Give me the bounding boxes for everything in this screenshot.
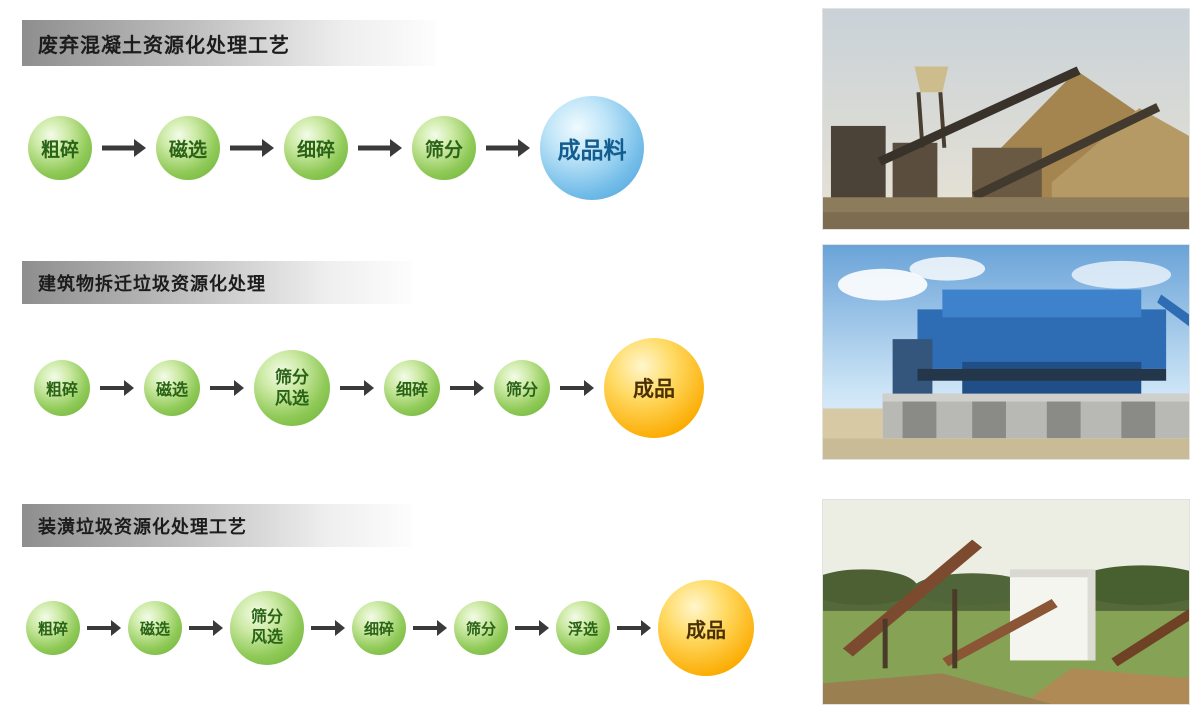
section-2-title: 建筑物拆迁垃圾资源化处理 <box>38 273 266 294</box>
step-fine-crushing: 细碎 <box>352 601 406 655</box>
step-label: 磁选 <box>139 620 170 638</box>
step-label: 筛分 <box>505 382 538 399</box>
arrow-right-icon <box>486 139 530 157</box>
section-1-title: 废弃混凝土资源化处理工艺 <box>38 34 290 57</box>
arrow-right-icon <box>358 139 402 157</box>
step-screening-air-separation: 筛分 风选 <box>230 591 304 665</box>
step-label: 细碎 <box>395 382 428 399</box>
step-coarse-crushing: 粗碎 <box>34 360 90 416</box>
step-label: 磁选 <box>155 382 188 399</box>
flow-section-3: 粗碎 磁选 筛分 风选 细碎 筛分 浮选 成品 <box>26 580 754 676</box>
step-label: 成品 <box>633 378 675 401</box>
arrow-right-icon <box>102 139 146 157</box>
banner-section-1: 废弃混凝土资源化处理工艺 <box>22 20 436 66</box>
outdoor-conveyor-illustration <box>823 500 1189 704</box>
flow-section-1: 粗碎 磁选 细碎 筛分 成品料 <box>28 93 644 203</box>
step-label-line2: 风选 <box>250 629 283 646</box>
step-label-line1: 筛分 <box>275 367 309 387</box>
step-label: 成品 <box>686 619 726 642</box>
step-finished-product: 成品 <box>604 338 704 438</box>
step-label: 细碎 <box>363 620 394 638</box>
step-screening: 筛分 <box>494 360 550 416</box>
photo-decoration-waste-plant <box>822 499 1190 705</box>
arrow-right-icon <box>100 379 134 397</box>
banner-section-3: 装潢垃圾资源化处理工艺 <box>22 504 412 547</box>
step-label-line1: 筛分 <box>250 609 283 626</box>
step-label: 磁选 <box>168 139 207 161</box>
arrow-right-icon <box>413 619 447 637</box>
flow-section-2: 粗碎 磁选 筛分 风选 细碎 筛分 成品 <box>34 338 704 438</box>
arrow-right-icon <box>560 379 594 397</box>
step-screening-air-separation: 筛分 风选 <box>254 350 330 426</box>
step-finished-product: 成品 <box>658 580 754 676</box>
step-screening: 筛分 <box>454 601 508 655</box>
step-label: 筛分 <box>465 620 496 638</box>
arrow-right-icon <box>515 619 549 637</box>
step-fine-crushing: 细碎 <box>384 360 440 416</box>
step-magnetic-separation: 磁选 <box>156 116 220 180</box>
sorting-plant-illustration <box>823 245 1189 459</box>
step-label: 粗碎 <box>37 620 68 638</box>
banner-section-2: 建筑物拆迁垃圾资源化处理 <box>22 261 412 304</box>
arrow-right-icon <box>311 619 345 637</box>
arrow-right-icon <box>230 139 274 157</box>
photo-demolition-sorting-plant <box>822 244 1190 460</box>
section-3-title: 装潢垃圾资源化处理工艺 <box>38 516 247 537</box>
step-label: 细碎 <box>296 139 335 161</box>
step-finished-material: 成品料 <box>540 96 644 200</box>
arrow-right-icon <box>450 379 484 397</box>
arrow-right-icon <box>210 379 244 397</box>
crushing-plant-illustration <box>823 9 1189 229</box>
step-label: 粗碎 <box>45 382 78 399</box>
arrow-right-icon <box>189 619 223 637</box>
step-fine-crushing: 细碎 <box>284 116 348 180</box>
step-label-line2: 风选 <box>275 389 309 408</box>
step-magnetic-separation: 磁选 <box>128 601 182 655</box>
step-label: 筛分 <box>424 139 463 161</box>
photo-concrete-crushing-plant <box>822 8 1190 230</box>
step-flotation: 浮选 <box>556 601 610 655</box>
arrow-right-icon <box>87 619 121 637</box>
step-label: 粗碎 <box>40 139 79 161</box>
step-label: 成品料 <box>557 137 627 163</box>
step-label: 浮选 <box>567 620 598 638</box>
arrow-right-icon <box>340 379 374 397</box>
arrow-right-icon <box>617 619 651 637</box>
step-magnetic-separation: 磁选 <box>144 360 200 416</box>
step-screening: 筛分 <box>412 116 476 180</box>
step-coarse-crushing: 粗碎 <box>28 116 92 180</box>
step-coarse-crushing: 粗碎 <box>26 601 80 655</box>
